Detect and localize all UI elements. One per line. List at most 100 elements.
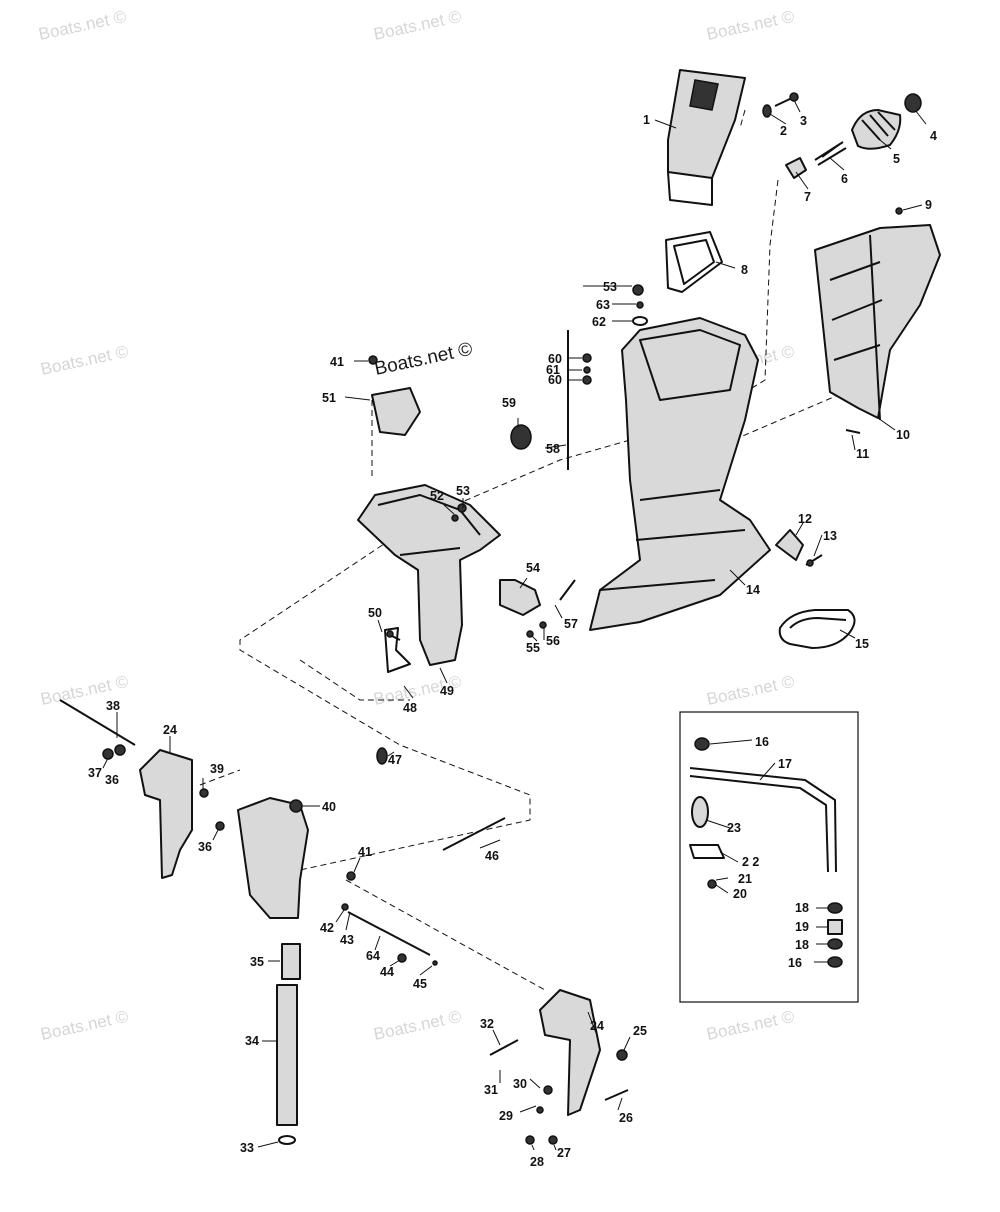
callout-38: 38 [106, 699, 120, 713]
callout-62: 62 [592, 315, 606, 329]
callout-45: 45 [413, 977, 427, 991]
watermark-3: Boats.net © [705, 7, 797, 44]
callout-8: 8 [741, 263, 748, 277]
callout-40: 40 [322, 800, 336, 814]
watermark-10: Boats.net © [372, 1007, 464, 1044]
watermark-4: Boats.net © [39, 342, 131, 379]
callout-51: 51 [322, 391, 336, 405]
part-33-35-tube [276, 943, 301, 1145]
callout-56: 56 [546, 634, 560, 648]
callout-2: 2 [780, 124, 787, 138]
callout-24-lower: 24 [590, 1019, 604, 1033]
callout-23: 23 [727, 821, 741, 835]
callout-26: 26 [619, 1111, 633, 1125]
callout-44: 44 [380, 965, 394, 979]
callout-54: 54 [526, 561, 540, 575]
watermark-1: Boats.net © [37, 7, 129, 44]
callout-39: 39 [210, 762, 224, 776]
part-50-57-adapter [357, 330, 576, 673]
leader-lines [102, 99, 927, 1151]
callout-4: 4 [930, 129, 937, 143]
callout-34: 34 [245, 1034, 259, 1048]
callout-16-top: 16 [755, 735, 769, 749]
callout-27: 27 [557, 1146, 571, 1160]
callout-36-right: 36 [198, 840, 212, 854]
part-12-13-bumper [775, 529, 823, 567]
part-14-driveshaft-housing [589, 317, 771, 631]
callout-35: 35 [250, 955, 264, 969]
callout-10: 10 [896, 428, 910, 442]
watermark-9: Boats.net © [39, 1007, 131, 1044]
callout-50: 50 [368, 606, 382, 620]
callout-17: 17 [778, 757, 792, 771]
part-8-gasket [665, 231, 723, 293]
callout-52: 52 [430, 489, 444, 503]
callout-58: 58 [546, 442, 560, 456]
part-11-pin [845, 429, 861, 434]
callout-14: 14 [746, 583, 760, 597]
callout-20: 20 [733, 887, 747, 901]
callout-49: 49 [440, 684, 454, 698]
callout-42: 42 [320, 921, 334, 935]
callout-60-upper: 60 [548, 352, 562, 366]
callout-3: 3 [800, 114, 807, 128]
callout-47: 47 [388, 753, 402, 767]
part-24-swivel-brackets [139, 749, 601, 1116]
callout-12: 12 [798, 512, 812, 526]
callout-29: 29 [499, 1109, 513, 1123]
callout-30: 30 [513, 1077, 527, 1091]
callout-37: 37 [88, 766, 102, 780]
part-64-rod [347, 911, 431, 956]
callout-53-lower: 53 [456, 484, 470, 498]
callout-57: 57 [564, 617, 578, 631]
watermark-2: Boats.net © [372, 7, 464, 44]
small-hardware [102, 284, 648, 1145]
callout-11: 11 [856, 447, 869, 461]
part-40-swivel-bracket [237, 797, 309, 919]
callout-24-upper: 24 [163, 723, 177, 737]
watermark-11: Boats.net © [705, 1007, 797, 1044]
part-16-23-shift-linkage [689, 737, 843, 968]
inset-box [679, 711, 859, 1003]
callout-60-lower: 60 [548, 373, 562, 387]
part-9-screw [895, 207, 903, 215]
callout-53-upper: 53 [603, 280, 617, 294]
callout-33: 33 [240, 1141, 254, 1155]
callout-31: 31 [484, 1083, 498, 1097]
callout-18-upper: 18 [795, 901, 809, 915]
callout-59: 59 [502, 396, 516, 410]
watermark-8: Boats.net © [705, 672, 797, 709]
part-38-bolt [59, 699, 136, 746]
callout-22: 2 2 [742, 855, 759, 869]
callout-28-lower: 28 [530, 1155, 544, 1169]
part-4-7-boot-assembly [785, 93, 922, 179]
part-2-3-washer-screw [762, 92, 799, 118]
callout-25: 25 [633, 1024, 647, 1038]
callout-7: 7 [804, 190, 811, 204]
callout-64: 64 [366, 949, 380, 963]
callout-43: 43 [340, 933, 354, 947]
callout-6: 6 [841, 172, 848, 186]
part-46-bolt [442, 817, 506, 851]
callout-32: 32 [480, 1017, 494, 1031]
callout-18-lower: 18 [795, 938, 809, 952]
part-10-housing-cover [814, 224, 941, 421]
callout-16-bottom: 16 [788, 956, 802, 970]
part-26-bolt [604, 1089, 629, 1101]
part-15-seal [778, 609, 856, 649]
callout-48: 48 [403, 701, 417, 715]
callout-21: 21 [738, 872, 752, 886]
callout-41-lower: 41 [358, 845, 372, 859]
callout-9: 9 [925, 198, 932, 212]
callout-41-upper: 41 [330, 355, 344, 369]
callout-36-left: 36 [105, 773, 119, 787]
callout-19: 19 [795, 920, 809, 934]
part-1-intake-duct [667, 69, 746, 206]
callout-55: 55 [526, 641, 540, 655]
callout-61: 61 [546, 363, 560, 377]
watermark-center: Boats.net © [373, 339, 475, 380]
callout-1: 1 [643, 113, 650, 127]
part-31-32-stud [489, 1039, 519, 1056]
callout-63: 63 [596, 298, 610, 312]
